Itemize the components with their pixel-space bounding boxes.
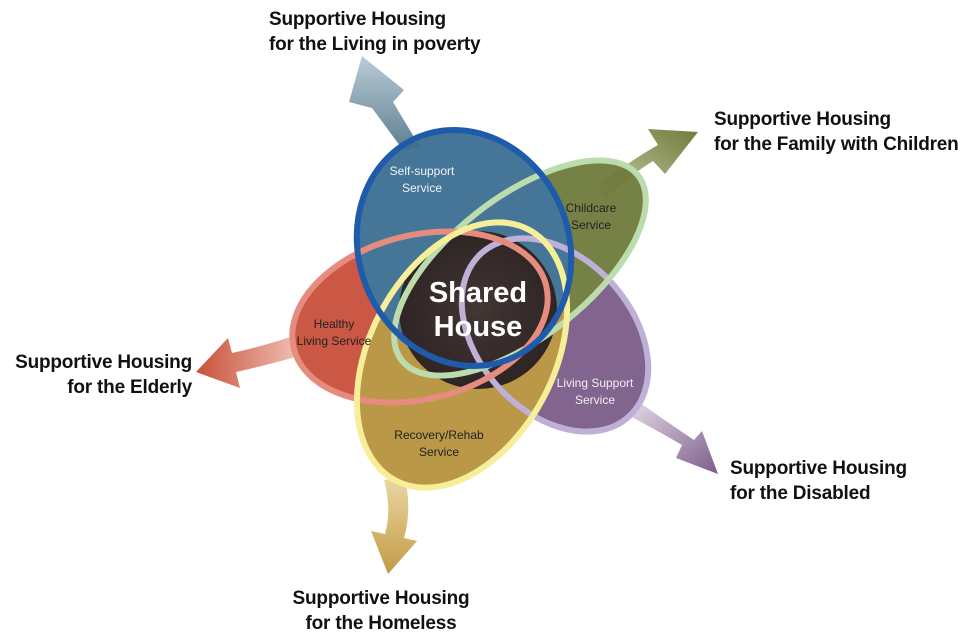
arrow-up-poverty xyxy=(349,56,420,150)
petal-outline-purple xyxy=(458,235,652,435)
service-healthy-living-line2: Living Service xyxy=(297,334,372,348)
service-healthy-living-line1: Healthy xyxy=(314,317,355,331)
housing-label-poverty: Supportive Housing for the Living in pov… xyxy=(269,7,481,57)
housing-homeless-line1: Supportive Housing xyxy=(292,588,470,609)
arrow-downright-disabled xyxy=(628,400,718,474)
service-living-support-line2: Service xyxy=(575,393,615,407)
service-recovery-rehab-line2: Service xyxy=(419,445,459,459)
housing-label-homeless: Supportive Housing for the Homeless xyxy=(284,586,478,636)
arrow-left-elderly xyxy=(196,334,302,388)
housing-elderly-line1: Supportive Housing xyxy=(15,352,192,373)
center-circle xyxy=(399,231,557,389)
service-childcare-line1: Childcare xyxy=(566,201,617,215)
service-self-support-line2: Service xyxy=(402,181,442,195)
housing-disabled-line1: Supportive Housing xyxy=(730,458,907,479)
housing-label-disabled: Supportive Housing for the Disabled xyxy=(730,456,907,506)
service-self-support-line1: Self-support xyxy=(390,164,455,178)
housing-poverty-line1: Supportive Housing xyxy=(269,9,446,30)
service-recovery-rehab-line1: Recovery/Rehab xyxy=(394,428,484,442)
housing-family-line1: Supportive Housing xyxy=(714,109,891,130)
petal-outline-blue xyxy=(353,126,575,370)
petal-outline-red xyxy=(289,228,551,406)
housing-poverty-line2: for the Living in poverty xyxy=(269,34,481,55)
petal-outline-green xyxy=(391,157,649,379)
housing-label-family: Supportive Housing for the Family with C… xyxy=(714,107,959,157)
housing-homeless-line2: for the Homeless xyxy=(305,613,457,634)
housing-disabled-line2: for the Disabled xyxy=(730,483,871,504)
service-childcare-line2: Service xyxy=(571,218,611,232)
arrow-down-homeless xyxy=(371,478,417,574)
housing-elderly-line2: for the Elderly xyxy=(67,377,192,398)
center-title-line1: Shared xyxy=(429,277,527,309)
center-title-line2: House xyxy=(434,311,523,343)
service-living-support-line1: Living Support xyxy=(557,376,634,390)
housing-label-elderly: Supportive Housing for the Elderly xyxy=(8,350,192,400)
housing-family-line2: for the Family with Children xyxy=(714,134,959,155)
petals-outline xyxy=(289,126,652,491)
